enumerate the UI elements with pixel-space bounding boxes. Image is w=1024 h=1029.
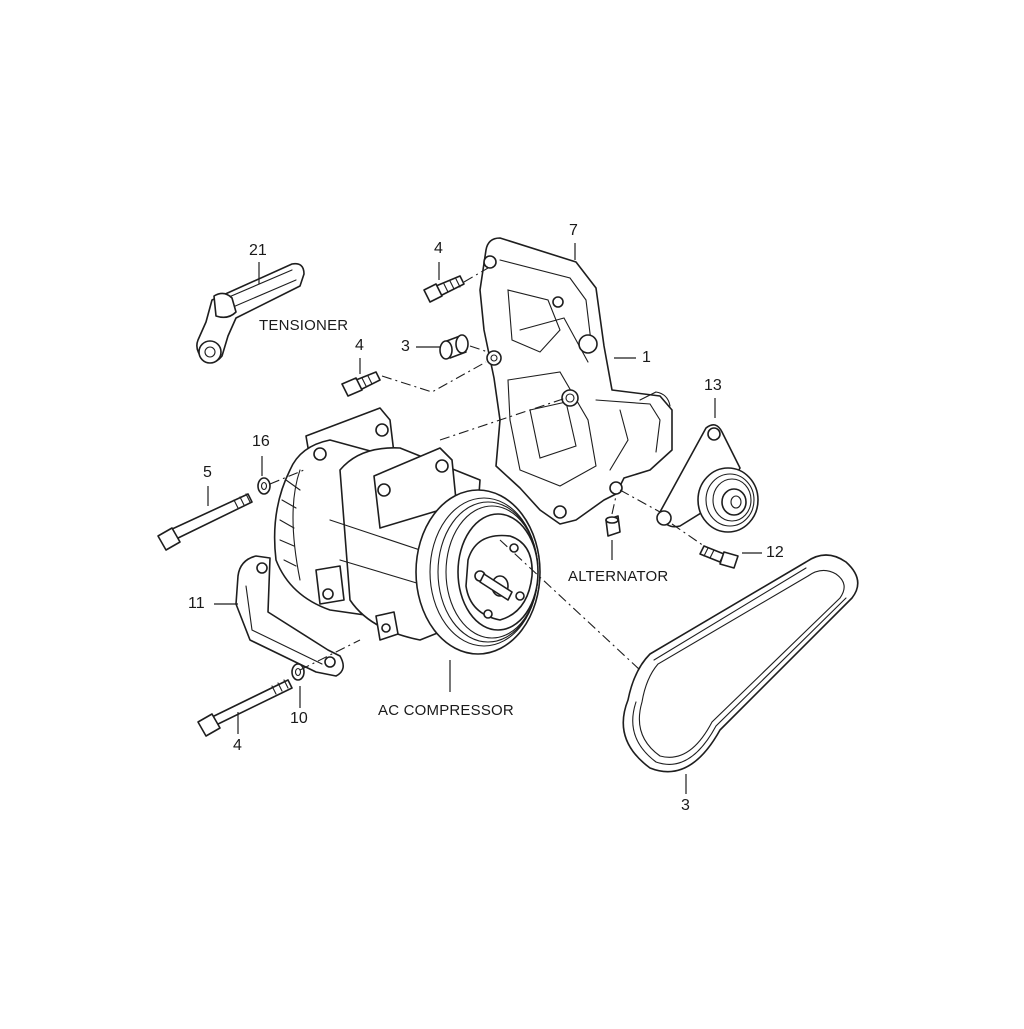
bracket-fitting [605, 515, 621, 537]
spacer [439, 334, 469, 360]
assembly-line [499, 539, 641, 671]
callout-4-bottom: 4 [233, 737, 242, 754]
mounting-bracket [479, 237, 673, 525]
assembly-line [671, 523, 705, 547]
bolt-12 [699, 545, 739, 569]
tensioner-arm [196, 262, 305, 364]
assembly-line [619, 489, 661, 513]
callout-4-top: 4 [434, 240, 443, 257]
label-tensioner: TENSIONER [259, 317, 349, 334]
drive-belt [622, 554, 859, 773]
bolt-top [423, 275, 465, 303]
callout-3-spacer: 3 [401, 338, 410, 355]
callout-21: 21 [249, 242, 267, 259]
callout-13: 13 [704, 377, 722, 394]
idler-pulley [656, 424, 759, 533]
callout-12: 12 [766, 544, 784, 561]
label-ac-compressor: AC COMPRESSOR [378, 702, 514, 719]
callout-4-mid: 4 [355, 337, 364, 354]
assembly-line [299, 639, 361, 671]
assembly-line [269, 469, 305, 485]
label-alternator: ALTERNATOR [568, 568, 669, 585]
bolt-middle [341, 371, 381, 397]
bolt-5 [157, 493, 253, 551]
washer-16 [257, 477, 271, 495]
lower-bracket [235, 555, 344, 677]
assembly-line [469, 345, 489, 353]
assembly-line [611, 495, 617, 515]
callout-16: 16 [252, 433, 270, 450]
assembly-line [439, 397, 567, 441]
callout-5: 5 [203, 464, 212, 481]
callout-7: 7 [569, 222, 578, 239]
callout-3-belt: 3 [681, 797, 690, 814]
callout-1: 1 [642, 349, 651, 366]
bolt-bottom [197, 679, 293, 737]
assembly-line [463, 267, 489, 283]
assembly-line [381, 361, 487, 393]
callout-10: 10 [290, 710, 308, 727]
washer-10 [291, 663, 305, 681]
ac-compressor [329, 447, 541, 655]
callout-11: 11 [188, 595, 205, 612]
